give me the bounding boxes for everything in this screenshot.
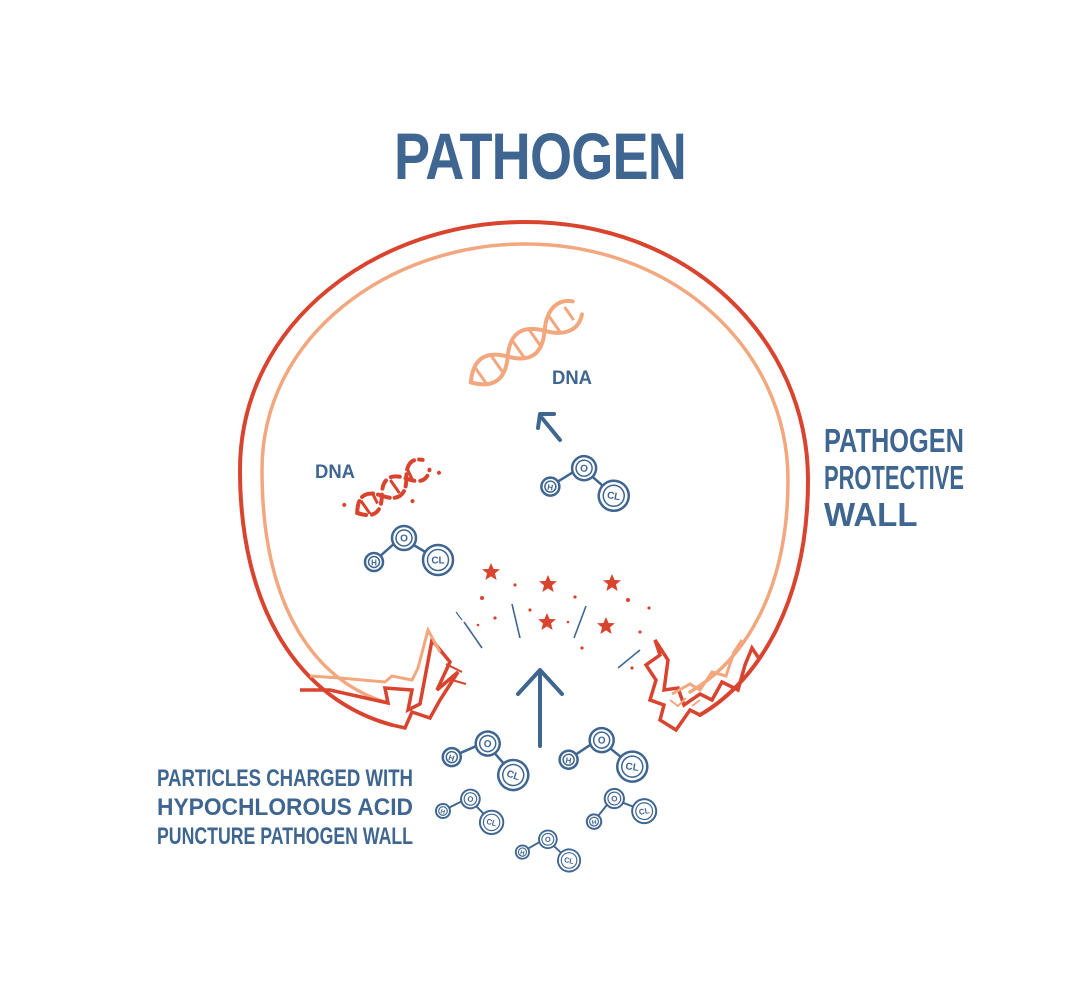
wall-label-line2: PROTECTIVE: [824, 459, 964, 496]
wall-label-line3: WALL: [824, 496, 917, 533]
hocl-molecule-icon: H O CL: [538, 448, 636, 515]
atom-label-oxygen: O: [579, 463, 589, 475]
atom-label-chlorine: CL: [563, 855, 575, 866]
hocl-molecule-icon: H O CL: [556, 721, 654, 785]
atom-label-hydrogen: H: [447, 753, 455, 763]
hocl-molecule-icon: H O CL: [437, 718, 540, 796]
atom-label-chlorine: CL: [638, 806, 650, 817]
wall-label-line1: PATHOGEN: [824, 422, 964, 459]
particles-label-line1: PARTICLES CHARGED WITH: [157, 765, 413, 792]
outer-wall: [237, 219, 811, 727]
atom-label-oxygen: O: [400, 534, 408, 545]
hocl-molecule-icon: H O CL: [580, 781, 660, 835]
particles-label-line2: HYPOCHLOROUS ACID: [157, 794, 413, 821]
atom-label-oxygen: O: [544, 834, 552, 844]
particles-label-line3: PUNCTURE PATHOGEN WALL: [157, 823, 413, 850]
atom-label-chlorine: CL: [625, 761, 640, 774]
atom-label-chlorine: CL: [606, 490, 621, 503]
up-arrow-icon: [536, 412, 562, 442]
dna-label-left: DNA: [315, 462, 355, 483]
left-broken-wall: [300, 625, 467, 731]
atom-label-hydrogen: H: [591, 819, 597, 827]
atom-label-chlorine: CL: [431, 556, 444, 567]
atom-label-chlorine: CL: [505, 769, 521, 784]
atom-label-hydrogen: H: [547, 483, 554, 493]
right-broken-wall: [643, 639, 762, 733]
atom-label-hydrogen: H: [371, 559, 377, 568]
page-title: PATHOGEN: [393, 119, 687, 193]
atom-label-hydrogen: H: [565, 756, 572, 766]
dna-helix-icon: [468, 298, 584, 387]
atom-label-hydrogen: H: [519, 850, 524, 857]
atom-label-oxygen: O: [482, 738, 493, 751]
broken-dna-icon: [342, 457, 441, 518]
atom-label-oxygen: O: [466, 794, 474, 804]
explosion-sparks: [455, 563, 651, 670]
atom-label-oxygen: O: [611, 794, 619, 804]
inner-wall: [260, 242, 790, 705]
atom-label-oxygen: O: [597, 735, 606, 747]
hocl-molecule-icon: H O CL: [432, 781, 511, 838]
hocl-molecule-icon: H O CL: [512, 823, 587, 875]
hocl-molecule-icon: H O CL: [363, 524, 455, 577]
up-arrow-icon: [516, 668, 564, 748]
atom-label-chlorine: CL: [485, 817, 498, 828]
dna-label-top: DNA: [552, 368, 592, 389]
atom-label-hydrogen: H: [440, 808, 447, 816]
